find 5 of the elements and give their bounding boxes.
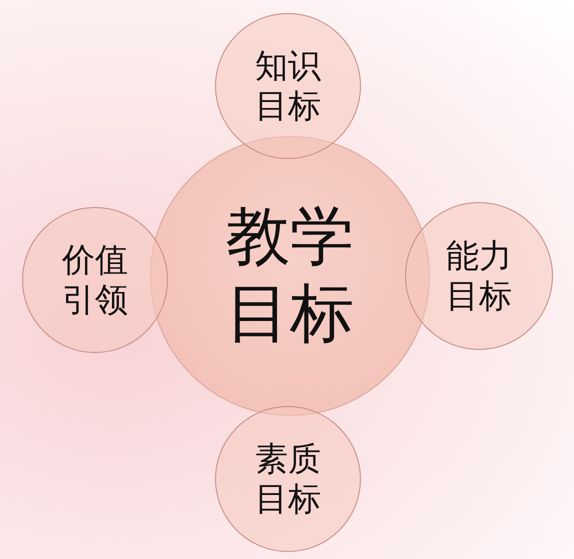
node-label: 能力目标 bbox=[445, 236, 513, 316]
node-label: 知识目标 bbox=[254, 46, 322, 126]
node-label: 价值引领 bbox=[61, 240, 129, 320]
node-label: 素质目标 bbox=[254, 439, 322, 519]
node-label: 教学目标 bbox=[225, 199, 355, 353]
